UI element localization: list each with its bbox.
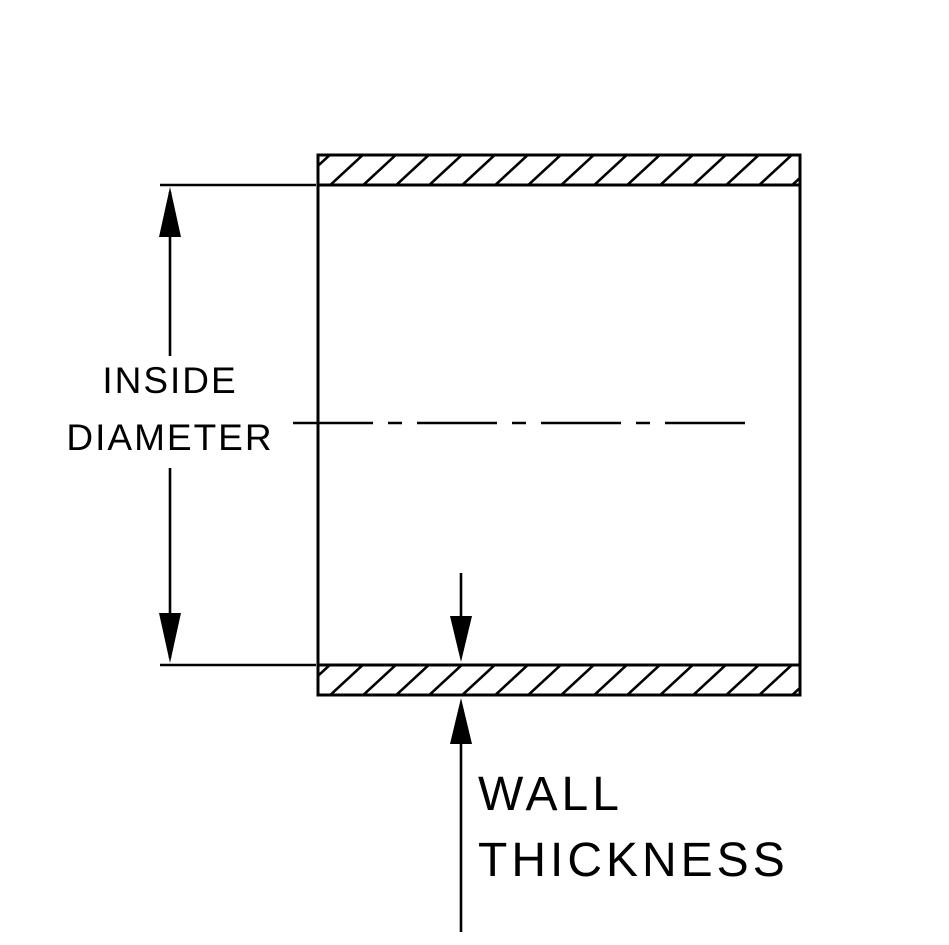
wall-thickness-line2: THICKNESS [478, 834, 789, 887]
id-arrow-down-icon [159, 613, 181, 663]
inside-diameter-line2: DIAMETER [66, 417, 274, 458]
inside-diameter-label: INSIDE DIAMETER [20, 352, 320, 466]
wall-thickness-line1: WALL [478, 768, 623, 821]
wt-arrow-up-icon [450, 698, 472, 744]
wall-thickness-label: WALL THICKNESS [478, 762, 789, 894]
wt-arrow-down-icon [450, 616, 472, 662]
bottom-wall-hatch [318, 665, 800, 695]
inside-diameter-line1: INSIDE [102, 360, 238, 401]
id-arrow-up-icon [159, 187, 181, 237]
top-wall-hatch [318, 155, 800, 185]
tube-outline [316, 153, 802, 697]
